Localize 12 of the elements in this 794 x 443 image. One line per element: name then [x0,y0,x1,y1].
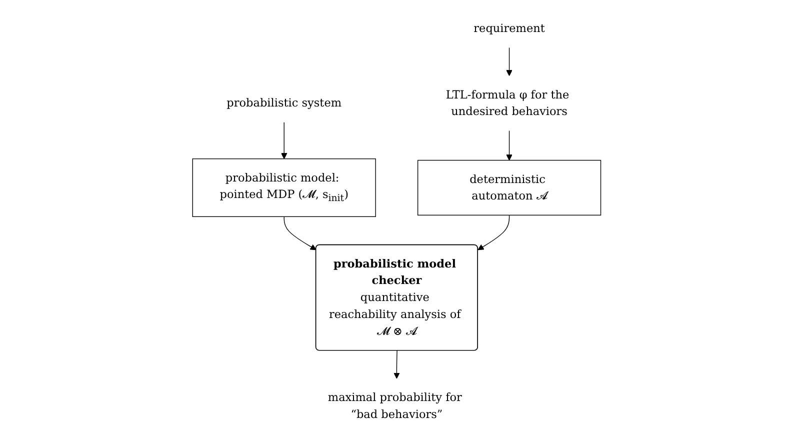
node-text: LTL-formula φ for the undesired behaviors [446,88,570,118]
node-text: maximal probability for “bad behaviors” [328,390,462,421]
arrow [281,122,288,160]
node-text: requirement [474,22,546,35]
arrow [284,216,317,250]
node-text: probabilistic system [226,96,342,110]
arrow [394,350,400,379]
arrow [506,47,513,76]
node-box: deterministic automaton 𝓐 [418,160,602,216]
node-box: probabilistic model: pointed MDP (𝓜, s$_{init}$) [192,158,376,217]
arrow [478,214,510,250]
arrow [506,130,513,161]
